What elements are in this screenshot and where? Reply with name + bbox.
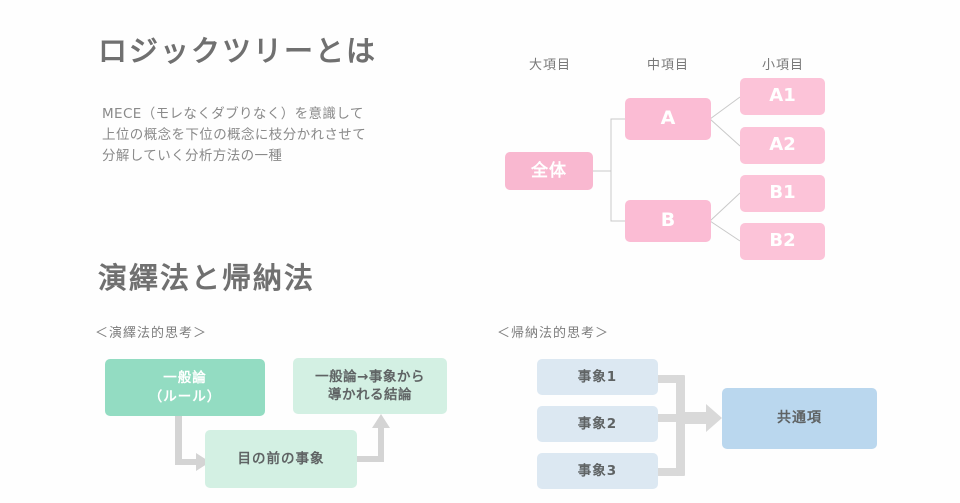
tree-node-a1[interactable]: A1: [740, 78, 825, 115]
section-label-deductive: ＜演繹法的思考＞: [95, 326, 208, 341]
column-header-minor: 小項目: [761, 58, 804, 73]
page-title-logic-tree: ロジックツリーとは: [98, 34, 378, 68]
column-header-major: 大項目: [528, 58, 571, 73]
tree-node-b2[interactable]: B2: [740, 223, 825, 260]
deductive-box-conclusion[interactable]: 一般論→事象から 導かれる結論: [293, 358, 447, 414]
tree-node-b[interactable]: B: [625, 200, 711, 242]
tree-node-a[interactable]: A: [625, 98, 711, 140]
tree-node-root[interactable]: 全体: [505, 152, 593, 190]
tree-node-b1[interactable]: B1: [740, 175, 825, 212]
tree-node-a2[interactable]: A2: [740, 127, 825, 164]
page-title-reasoning: 演繹法と帰納法: [98, 261, 316, 295]
column-header-middle: 中項目: [646, 58, 689, 73]
section-label-inductive: ＜帰納法的思考＞: [497, 326, 610, 341]
inductive-box-common-factor[interactable]: 共通項: [722, 388, 877, 449]
logic-tree-description: MECE（モレなくダブりなく）を意識して 上位の概念を下位の概念に枝分かれさせて…: [102, 106, 367, 164]
inductive-box-fact-3[interactable]: 事象3: [537, 453, 658, 489]
deductive-box-observed-fact[interactable]: 目の前の事象: [205, 430, 357, 488]
inductive-box-fact-2[interactable]: 事象2: [537, 406, 658, 442]
deductive-box-general-rule[interactable]: 一般論 （ルール）: [105, 359, 265, 416]
inductive-box-fact-1[interactable]: 事象1: [537, 359, 658, 395]
